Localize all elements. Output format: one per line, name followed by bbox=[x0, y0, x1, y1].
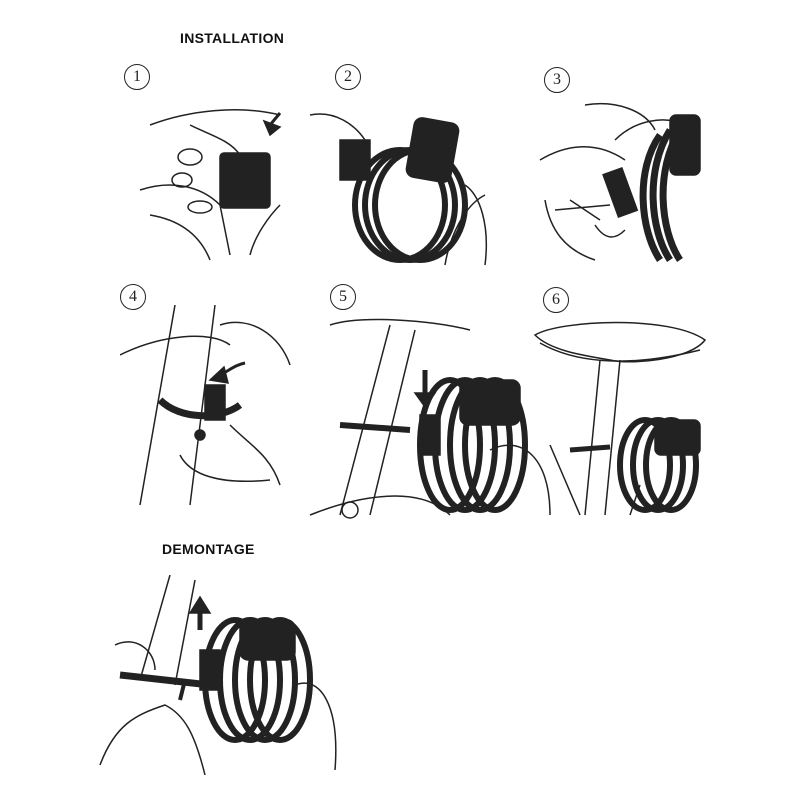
step-number-4: 4 bbox=[120, 284, 146, 310]
step-number-6: 6 bbox=[543, 287, 569, 313]
installation-heading: INSTALLATION bbox=[180, 30, 285, 46]
step-4-illustration bbox=[120, 305, 300, 515]
step-number-2: 2 bbox=[335, 64, 361, 90]
removal-heading: DEMONTAGE bbox=[162, 541, 255, 557]
step-3-illustration bbox=[535, 100, 710, 275]
removal-illustration bbox=[95, 575, 340, 775]
step-6-illustration bbox=[530, 315, 715, 520]
step-number-1: 1 bbox=[124, 64, 150, 90]
step-1-illustration bbox=[130, 95, 300, 265]
step-2-illustration bbox=[305, 95, 495, 270]
step-number-3: 3 bbox=[544, 67, 570, 93]
step-5-illustration bbox=[300, 315, 560, 525]
step-number-5: 5 bbox=[330, 284, 356, 310]
